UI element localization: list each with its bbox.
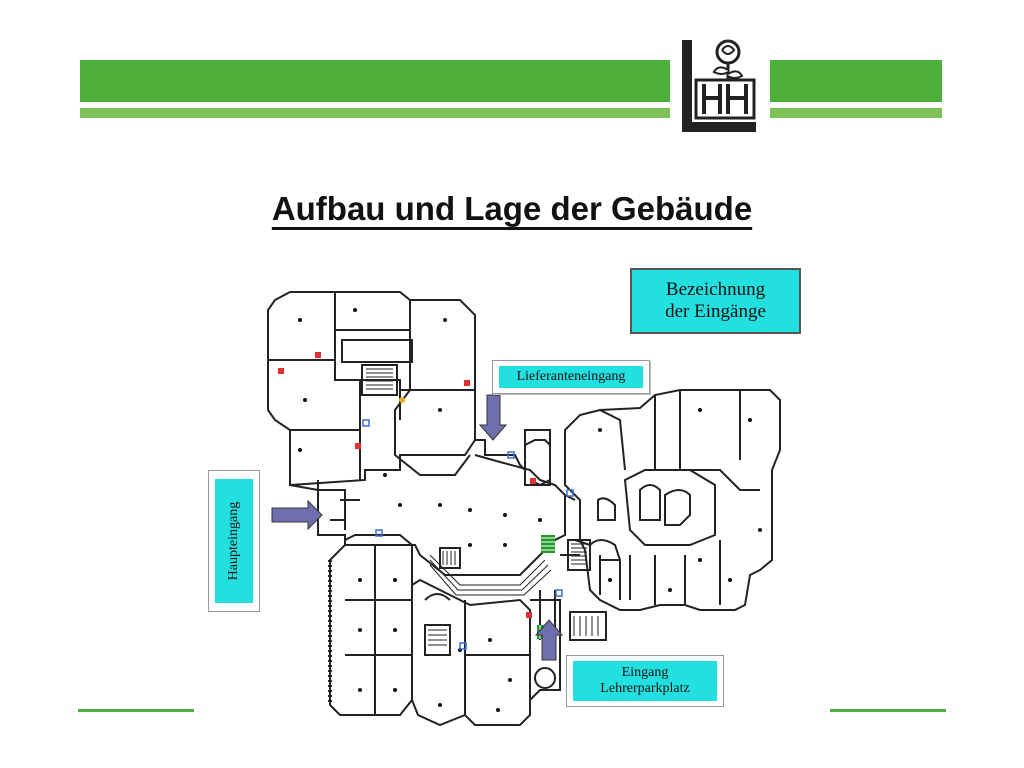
footer-line-right [830, 709, 946, 712]
footer-line-left [78, 709, 194, 712]
main-entrance-text: Haupteingang [225, 501, 241, 581]
main-entrance-label: Haupteingang [208, 470, 260, 612]
teacher-entrance-line-2: Lehrerparkplatz [600, 681, 690, 696]
teacher-entrance-line-1: Eingang [621, 664, 669, 680]
school-logo [670, 32, 770, 142]
arrow-up-icon [534, 619, 564, 661]
legend-entrances-box: Bezeichnung der Eingänge [630, 268, 801, 334]
teacher-parking-entrance-label: Eingang Lehrerparkplatz [566, 655, 724, 707]
service-entrance-label: Lieferanteneingang [492, 360, 650, 394]
header-band-left [80, 60, 672, 102]
fire-alarm-icon [362, 419, 574, 650]
arrow-down-icon [478, 394, 508, 441]
header-stripe-right [768, 108, 942, 118]
legend-line-1: Bezeichnung [665, 279, 766, 301]
arrow-right-icon [271, 499, 323, 531]
page-title: Aufbau und Lage der Gebäude [271, 190, 753, 227]
fire-extinguisher-icon [278, 352, 536, 618]
legend-line-2: der Eingänge [665, 301, 766, 322]
header-band-right [768, 60, 942, 102]
header-stripe-left [80, 108, 672, 118]
service-entrance-text: Lieferanteneingang [516, 368, 626, 384]
